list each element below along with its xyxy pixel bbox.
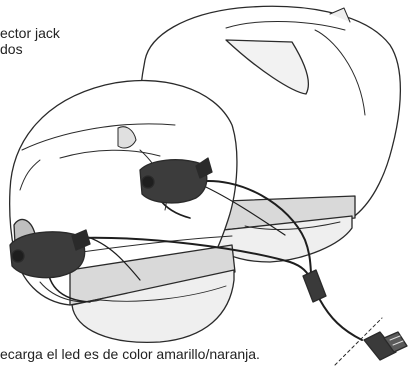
usb-cable [303, 270, 362, 340]
usb-plug-icon [364, 332, 407, 360]
front-helmet-drawing [10, 81, 237, 343]
